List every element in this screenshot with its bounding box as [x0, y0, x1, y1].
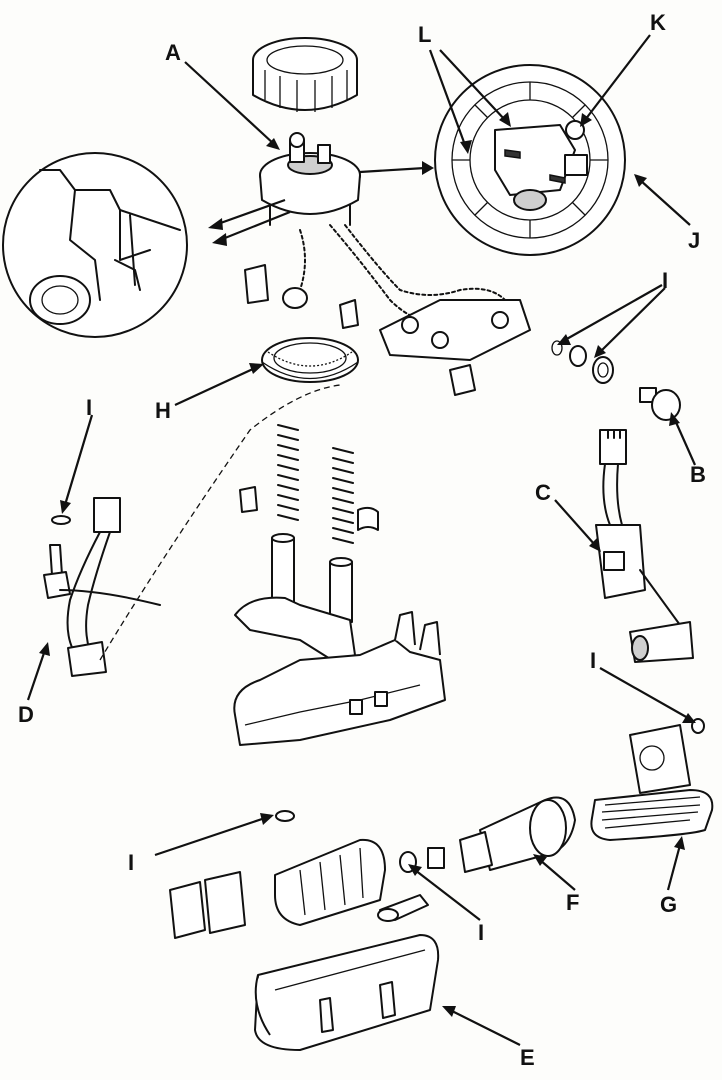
callout-d: D: [18, 702, 34, 727]
callout-i-right-middle: I: [590, 648, 596, 673]
callout-labels: A L K J I B C H I D I I I F G E: [18, 10, 706, 1070]
upper-harness: [244, 224, 506, 329]
fuel-pump: [399, 796, 576, 873]
springs-and-guides: [234, 424, 379, 663]
leader-arrows: [26, 34, 697, 1046]
callout-b: B: [690, 462, 706, 487]
reservoir-upper: [233, 611, 446, 746]
callout-c: C: [535, 480, 551, 505]
reservoir-bottom: [254, 934, 440, 1051]
fuel-level-sensor: [595, 429, 694, 663]
right-seals-and-fitting: [551, 340, 681, 421]
callout-h: H: [155, 398, 171, 423]
module-seal: [261, 337, 359, 383]
callout-i-left: I: [86, 395, 92, 420]
callout-f: F: [566, 890, 579, 915]
module-cover-flange: [259, 132, 361, 226]
fuel-strainer: [590, 718, 714, 841]
callout-a: A: [165, 40, 181, 65]
callout-k: K: [650, 10, 666, 35]
callout-l: L: [418, 22, 431, 47]
fuel-line-bracket: [379, 299, 531, 396]
detail-magnifier-left: [2, 152, 188, 338]
arrow-a: [184, 61, 276, 146]
callout-i-bottom-left: I: [128, 850, 134, 875]
callout-e: E: [520, 1045, 535, 1070]
callout-i-top-right: I: [662, 268, 668, 293]
callout-j: J: [688, 228, 700, 253]
pump-cage: [169, 810, 429, 939]
callout-i-bottom-middle: I: [478, 920, 484, 945]
left-wiring-harness: [43, 384, 341, 677]
callout-g: G: [660, 892, 677, 917]
lock-ring: [252, 37, 358, 112]
detail-magnifier-top-view: [434, 64, 626, 256]
